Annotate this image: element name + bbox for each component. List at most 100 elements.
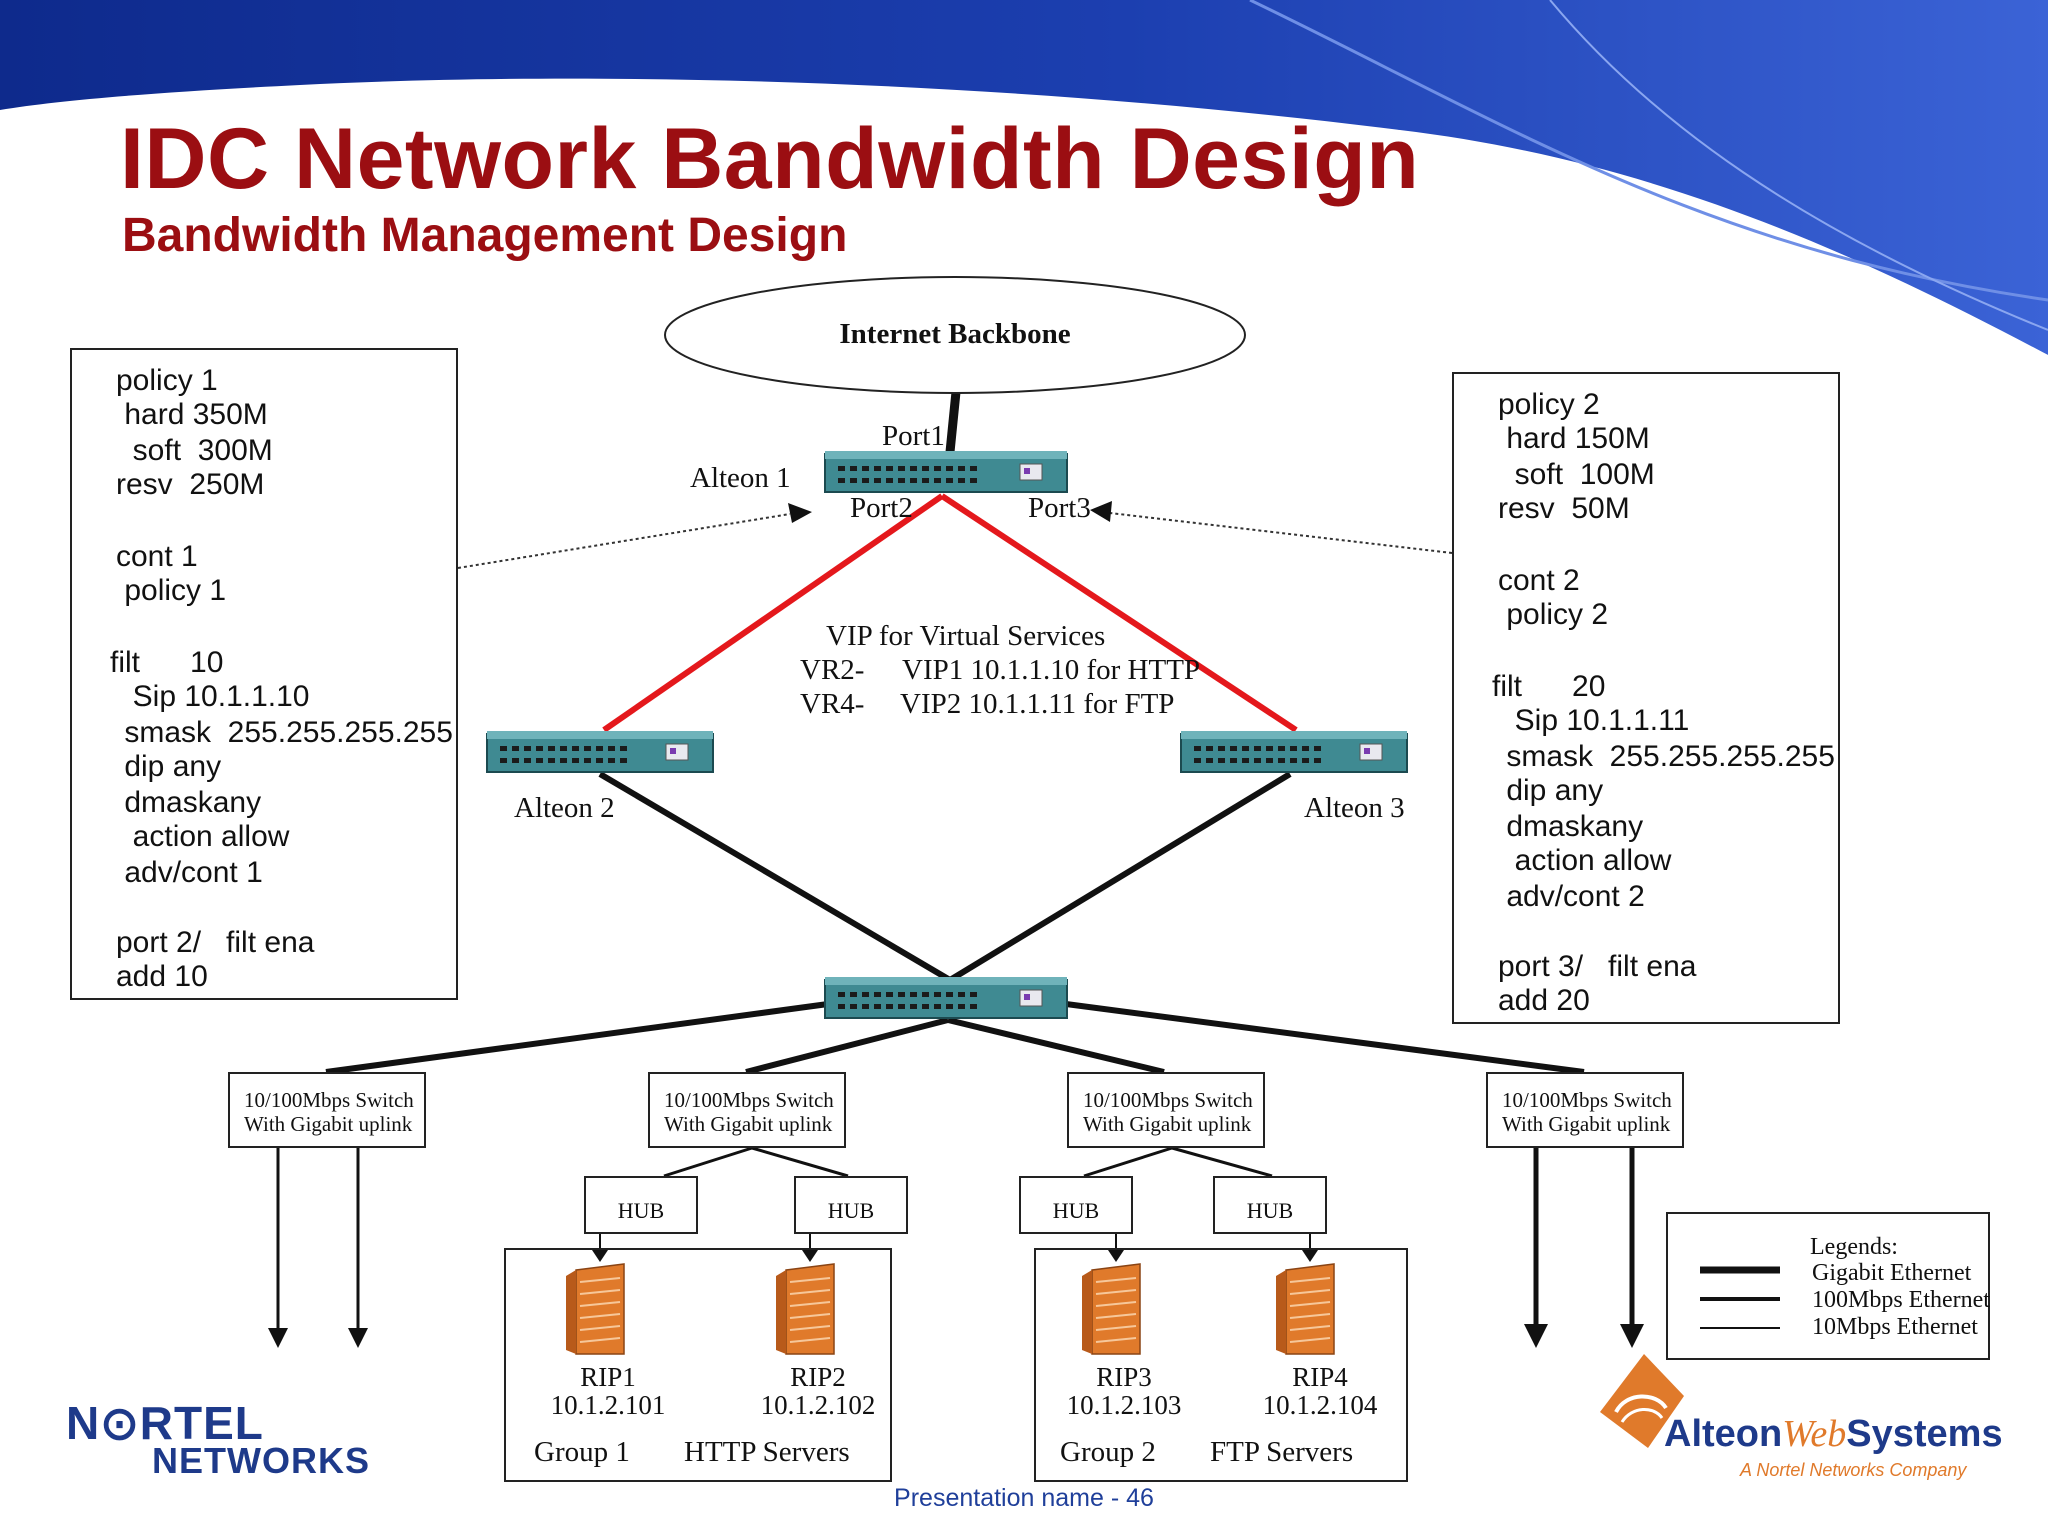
hub-4: HUB [1213,1176,1327,1234]
legend-item-gigabit: Gigabit Ethernet [1812,1260,1972,1286]
alteon-logo-tagline: A Nortel Networks Company [1740,1460,1967,1480]
alteon-logo-wordmark: AlteonWebSystems [1664,1412,2003,1456]
config-right-line: adv/cont 2 [1498,880,1645,913]
config-right-line: policy 2 [1498,598,1609,631]
vip-line1-vr: VR2- [800,654,865,686]
nortel-logo-line1: N⊙RTEL [66,1397,264,1449]
config-left-line: soft 300M [116,434,273,467]
alteon3-device [1180,731,1408,773]
alteon-logo-part-b: Web [1782,1413,1847,1455]
config-left-line: smask 255.255.255.255 [116,716,453,749]
link-core-switch3 [947,1017,1165,1075]
hub-label: HUB [617,1198,665,1223]
switch-line2: With Gigabit uplink [244,1112,413,1136]
switch-line1: 10/100Mbps Switch [1083,1088,1253,1112]
alteon2-label: Alteon 2 [514,792,615,824]
legend-box [1666,1212,1990,1360]
arrow-switch4-down-a [1524,1324,1548,1348]
link-internet-alteon1 [945,391,961,453]
server-icon [1082,1263,1141,1355]
config-left-line: action allow [116,820,290,853]
config-left-line: resv 250M [116,468,265,501]
group-2-type: FTP Servers [1210,1436,1354,1468]
server-4-ip: 10.1.2.104 [1262,1390,1378,1420]
access-switch-3: 10/100Mbps Switch With Gigabit uplink [1067,1072,1265,1148]
internet-backbone-label: Internet Backbone [839,318,1071,350]
config-left-line: policy 1 [116,574,227,607]
alteon3-label: Alteon 3 [1304,792,1405,824]
server-2-ip: 10.1.2.102 [760,1390,876,1420]
group-1-type: HTTP Servers [684,1436,850,1468]
alteon1-port3-label: Port3 [1028,492,1091,524]
arrow-server1 [592,1250,608,1262]
vip-heading: VIP for Virtual Services [826,620,1106,652]
server-2-name: RIP2 [790,1362,846,1392]
hub-1: HUB [584,1176,698,1234]
access-switch-4: 10/100Mbps Switch With Gigabit uplink [1486,1072,1684,1148]
config-box-left: policy 1 hard 350M soft 300M resv 250M c… [70,348,458,1000]
switch-line2: With Gigabit uplink [1083,1112,1252,1136]
config-right-line: dmaskany [1498,810,1644,843]
config-left-line: dmaskany [116,786,262,819]
server-1-ip: 10.1.2.101 [550,1390,666,1420]
config-right-line: filt 20 [1492,670,1606,703]
access-switch-1: 10/100Mbps Switch With Gigabit uplink [228,1072,426,1148]
config-right-line: cont 2 [1498,564,1580,597]
alteon1-label: Alteon 1 [690,462,791,494]
hub-3: HUB [1019,1176,1133,1234]
vip-line2-text: VIP2 10.1.1.11 for FTP [900,688,1175,720]
config-left-line: Sip 10.1.1.10 [116,680,310,713]
config-left-line: filt 10 [110,646,224,679]
legend-heading: Legends: [1810,1234,1898,1260]
arrow-switch4-down-b [1620,1324,1644,1348]
vip-line1-text: VIP1 10.1.1.10 for HTTP [902,654,1201,686]
hub-2: HUB [794,1176,908,1234]
alteon-logo-icon [1600,1354,1684,1448]
switch-line2: With Gigabit uplink [664,1112,833,1136]
top-banner [0,0,2048,355]
link-switch3-hub3 [1083,1146,1173,1178]
legend-item-100mbps: 100Mbps Ethernet [1812,1287,1990,1313]
config-right-line: port 3/ filt ena [1498,950,1697,983]
policy-link-left [457,513,791,569]
nortel-logo-line2: NETWORKS [152,1440,370,1481]
hub-label: HUB [827,1198,875,1223]
server-group-2 [1034,1248,1408,1482]
page-title: IDC Network Bandwidth Design [120,111,1420,207]
slide-footer: Presentation name - 46 [894,1484,1154,1512]
config-left-line: hard 350M [116,398,268,431]
group-1-name: Group 1 [534,1436,630,1468]
alteon-logo-part-c: Systems [1846,1413,2003,1455]
config-right-line: add 20 [1498,984,1590,1017]
arrow-switch1-down-a [268,1328,288,1348]
config-left-line: cont 1 [116,540,198,573]
link-alteon1-alteon2 [602,493,944,733]
config-box-right: policy 2 hard 150M soft 100M resv 50M co… [1452,372,1840,1024]
banner-swoosh [1249,0,2048,302]
config-right-line: resv 50M [1498,492,1630,525]
switch-line2: With Gigabit uplink [1502,1112,1671,1136]
alteon2-device [486,731,714,773]
policy-link-right [1109,512,1453,554]
group-2-name: Group 2 [1060,1436,1156,1468]
link-alteon2-core [598,771,952,983]
vip-line2-vr: VR4- [800,688,865,720]
server-icon [1276,1263,1335,1355]
policy-arrow-left [788,503,812,523]
switch-line1: 10/100Mbps Switch [1502,1088,1672,1112]
alteon1-port2-label: Port2 [850,492,913,524]
alteon-logo-part-a: Alteon [1664,1413,1783,1455]
server-3-ip: 10.1.2.103 [1066,1390,1182,1420]
config-left-line: policy 1 [116,364,218,397]
server-group-1 [504,1248,892,1482]
switch-line1: 10/100Mbps Switch [664,1088,834,1112]
config-left-line: add 10 [116,960,208,993]
link-switch3-hub4 [1171,1146,1273,1178]
arrow-server3 [1108,1250,1124,1262]
config-left-line: adv/cont 1 [116,856,263,889]
link-core-switch4 [1065,1001,1585,1075]
server-icon [776,1263,835,1355]
